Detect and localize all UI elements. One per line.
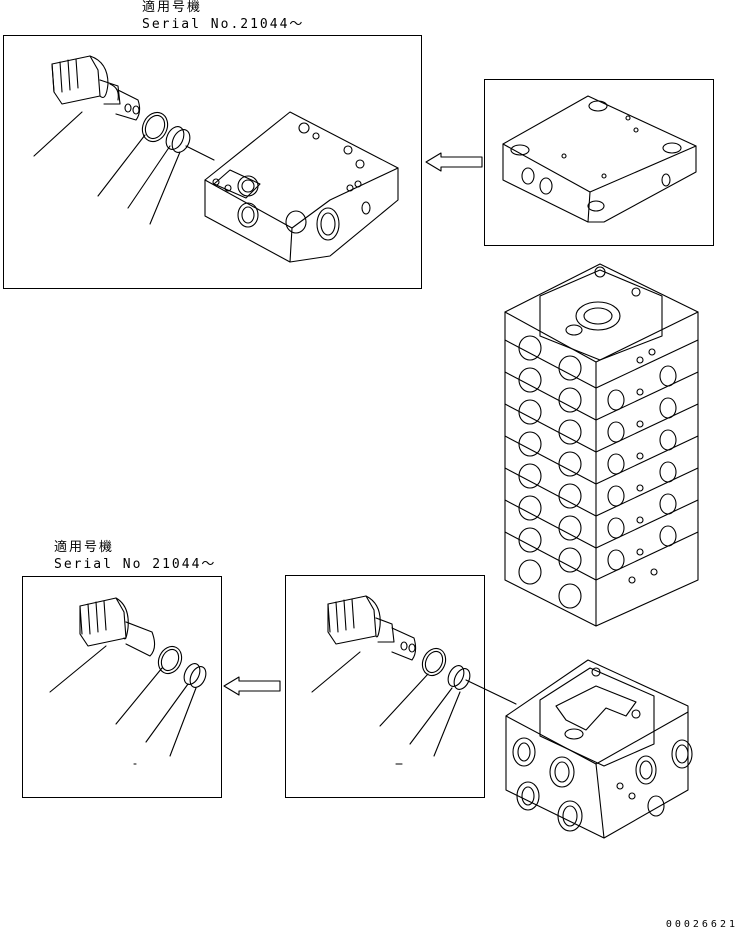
- bottom-arrow-icon: [223, 676, 281, 696]
- top-backup-rings: [165, 126, 191, 153]
- top-valve-spool: [51, 55, 141, 121]
- bottom-middle-leader-lines: [311, 651, 517, 765]
- top-left-frame: [3, 35, 422, 289]
- bottom-right-valve-section: [505, 659, 693, 839]
- top-right-cover-plate: [502, 95, 697, 223]
- bottom-middle-backup-rings: [447, 665, 471, 690]
- bottom-left-leader-lines: [49, 645, 197, 765]
- top-right-frame: [484, 79, 714, 246]
- bottom-left-o-ring: [157, 645, 183, 675]
- top-o-ring: [141, 111, 169, 143]
- top-serial-label: Serial No.21044～: [142, 17, 305, 32]
- top-arrow-icon: [425, 152, 483, 172]
- top-applicable-label: 適用号機: [142, 0, 203, 15]
- stack-ports-left-column: [518, 335, 582, 609]
- top-left-leader-lines: [33, 111, 181, 225]
- bottom-middle-o-ring: [421, 647, 447, 677]
- bottom-serial-label: Serial No 21044～: [54, 557, 217, 572]
- bottom-middle-valve-spool: [327, 595, 417, 661]
- bottom-left-valve-spool: [79, 597, 156, 657]
- stack-ports-right-column: [607, 348, 677, 584]
- bottom-middle-frame: [285, 575, 485, 798]
- bottom-applicable-label: 適用号機: [54, 540, 115, 555]
- drawing-number: 00026621: [665, 919, 738, 930]
- top-valve-section: [185, 111, 399, 263]
- main-valve-stack: [504, 263, 699, 627]
- bottom-left-backup-rings: [183, 663, 207, 688]
- bottom-left-frame: [22, 576, 222, 798]
